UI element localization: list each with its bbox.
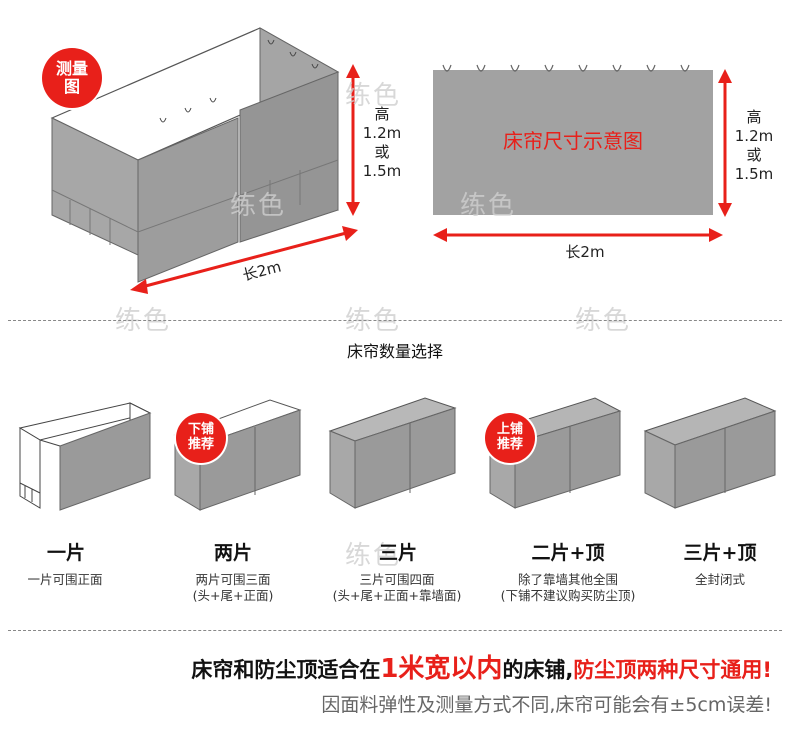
divider xyxy=(8,630,782,631)
option-3-illustration xyxy=(328,397,457,509)
footer-note-secondary: 因面料弹性及测量方式不同,床帘可能会有±5cm误差! xyxy=(321,694,772,716)
watermark: 练色 xyxy=(115,306,172,336)
option-3-desc: 三片可围四面 (头+尾+正面+靠墙面) xyxy=(332,572,462,603)
watermark: 练色 xyxy=(345,541,402,571)
recommend-badge-lower: 下铺 推荐 xyxy=(176,413,226,463)
footer-text-b: 1米宽以内 xyxy=(380,654,503,684)
height-label-right: 高 1.2m 或 1.5m xyxy=(734,108,774,183)
option-4-desc: 除了靠墙其他全围 (下铺不建议购买防尘顶) xyxy=(500,572,636,603)
watermark: 练色 xyxy=(230,191,287,221)
bed-3d-diagram xyxy=(50,27,360,294)
option-5-illustration xyxy=(643,397,777,509)
footer-text-c: 的床铺, xyxy=(502,658,574,682)
option-5-title: 三片+顶 xyxy=(683,542,757,564)
height-label-left: 高 1.2m 或 1.5m xyxy=(362,105,402,180)
option-2-desc: 两片可围三面 (头+尾+正面) xyxy=(192,572,274,603)
section-title: 床帘数量选择 xyxy=(346,342,443,361)
flat-curtain-diagram xyxy=(433,64,732,242)
option-1-title: 一片 xyxy=(46,542,85,564)
option-1-illustration xyxy=(18,402,152,511)
option-2-title: 两片 xyxy=(213,542,252,564)
watermark: 练色 xyxy=(345,306,402,336)
footer-text-d: 防尘顶两种尺寸通用! xyxy=(573,658,772,682)
option-4-title: 二片+顶 xyxy=(531,542,605,564)
watermark: 练色 xyxy=(575,306,632,336)
divider xyxy=(8,320,782,321)
option-1-desc: 一片可围正面 xyxy=(27,572,103,587)
footer-text-a: 床帘和防尘顶适合在 xyxy=(191,658,381,682)
option-3-title: 三片 xyxy=(378,542,417,564)
diagram-title: 床帘尺寸示意图 xyxy=(503,129,643,153)
measure-badge: 测量 图 xyxy=(42,48,102,108)
option-5-desc: 全封闭式 xyxy=(694,572,745,587)
watermark: 练色 xyxy=(460,191,517,221)
watermark: 练色 xyxy=(345,81,402,111)
footer-note-primary: 床帘和防尘顶适合在1米宽以内的床铺,防尘顶两种尺寸通用! xyxy=(191,648,772,685)
length-label-right: 长2m xyxy=(565,243,605,261)
recommend-badge-upper: 上铺 推荐 xyxy=(485,413,535,463)
